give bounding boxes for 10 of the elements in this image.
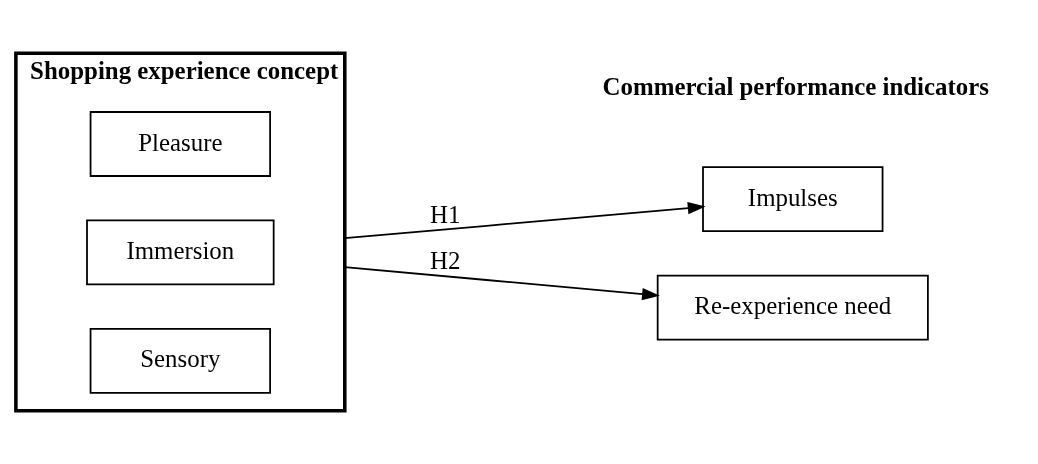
- node-box: Immersion: [86, 219, 275, 286]
- edge-label: H1: [430, 200, 461, 228]
- node-box: Sensory: [89, 328, 271, 394]
- arrow: [343, 201, 706, 240]
- label: Commercial performance indicators: [602, 73, 989, 101]
- node-box: Pleasure: [89, 111, 271, 177]
- arrow: [343, 266, 660, 301]
- edge-label: H2: [430, 246, 461, 274]
- node-box: Re-experience need: [656, 274, 929, 341]
- node-box: Impulses: [702, 166, 884, 232]
